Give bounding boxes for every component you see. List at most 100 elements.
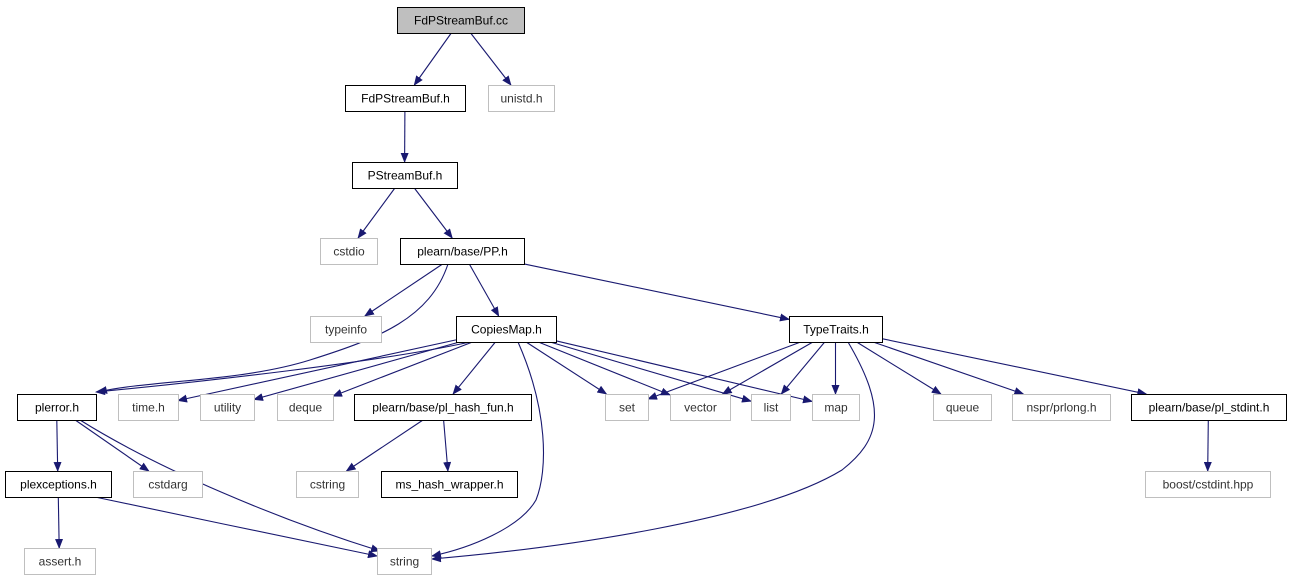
node-label: cstdio — [333, 245, 365, 259]
node-assert_h: assert.h — [24, 548, 96, 575]
node-label: map — [824, 401, 848, 415]
node-queue: queue — [933, 394, 992, 421]
node-box — [933, 394, 992, 421]
edge-copiesmap_h-to-vector — [538, 341, 671, 396]
node-label: unistd.h — [500, 92, 542, 106]
node-typeinfo: typeinfo — [310, 316, 382, 343]
node-ms_hash_wrapper_h[interactable]: ms_hash_wrapper.h — [381, 471, 518, 498]
edge-copiesmap_h-to-string — [431, 341, 545, 559]
node-fdpstreambuf_h[interactable]: FdPStreamBuf.h — [345, 85, 466, 112]
node-typetraits_h[interactable]: TypeTraits.h — [789, 316, 883, 343]
node-label: vector — [684, 401, 717, 415]
node-label: boost/cstdint.hpp — [1163, 478, 1254, 492]
node-box — [352, 162, 458, 189]
node-label: ms_hash_wrapper.h — [395, 478, 503, 492]
edge-pstreambuf_h-to-cstdio — [357, 187, 396, 239]
node-pstreambuf_h[interactable]: PStreamBuf.h — [352, 162, 458, 189]
edge-plerror_h-to-cstdarg — [74, 419, 150, 472]
node-label: time.h — [132, 401, 165, 415]
node-box — [751, 394, 791, 421]
node-unistd_h: unistd.h — [488, 85, 555, 112]
node-label: deque — [289, 401, 323, 415]
node-box — [670, 394, 731, 421]
node-label: FdPStreamBuf.cc — [414, 14, 508, 28]
node-label: assert.h — [39, 555, 82, 569]
node-utility: utility — [200, 394, 255, 421]
edge-typetraits_h-to-vector — [721, 341, 814, 395]
node-string: string — [377, 548, 432, 575]
edge-pp_h-to-typeinfo — [364, 263, 443, 317]
node-fdpstreambuf_cc[interactable]: FdPStreamBuf.cc — [397, 7, 525, 34]
edge-pl_hash_fun_h-to-ms_hash_wrapper_h — [443, 419, 452, 472]
node-label: list — [764, 401, 779, 415]
node-cstdio: cstdio — [320, 238, 378, 265]
node-box — [605, 394, 649, 421]
edge-pl_stdint_h-to-cstdint_hpp — [1203, 419, 1212, 472]
node-box — [17, 394, 97, 421]
node-label: plearn/base/pl_stdint.h — [1149, 401, 1270, 415]
edge-typetraits_h-to-prlong_h — [872, 341, 1025, 395]
node-map: map — [812, 394, 860, 421]
node-box — [345, 85, 466, 112]
node-label: cstring — [310, 478, 345, 492]
edge-typetraits_h-to-string — [431, 341, 876, 563]
node-label: plearn/base/pl_hash_fun.h — [372, 401, 513, 415]
node-label: PStreamBuf.h — [368, 169, 443, 183]
node-box — [488, 85, 555, 112]
edge-copiesmap_h-to-set — [525, 341, 608, 395]
node-label: queue — [946, 401, 980, 415]
node-label: nspr/prlong.h — [1026, 401, 1096, 415]
node-label: set — [619, 401, 636, 415]
node-label: string — [390, 555, 419, 569]
node-box — [277, 394, 334, 421]
node-box — [1131, 394, 1287, 421]
node-box — [296, 471, 359, 498]
node-plexceptions_h[interactable]: plexceptions.h — [5, 471, 112, 498]
edge-pl_hash_fun_h-to-cstring — [345, 419, 424, 472]
node-pp_h[interactable]: plearn/base/PP.h — [400, 238, 525, 265]
node-cstdarg: cstdarg — [133, 471, 203, 498]
edge-plexceptions_h-to-string — [94, 496, 378, 559]
node-box — [118, 394, 179, 421]
edge-pp_h-to-copiesmap_h — [468, 263, 500, 317]
edge-pp_h-to-typetraits_h — [523, 263, 790, 322]
edge-typetraits_h-to-list — [780, 341, 826, 395]
edge-copiesmap_h-to-time_h — [177, 339, 457, 403]
edge-plerror_h-to-string — [79, 419, 381, 553]
node-list: list — [751, 394, 791, 421]
edge-fdpstreambuf_cc-to-fdpstreambuf_h — [413, 32, 452, 86]
node-cstring: cstring — [296, 471, 359, 498]
edge-copiesmap_h-to-deque — [332, 341, 473, 397]
node-box — [1012, 394, 1111, 421]
node-box — [1145, 471, 1271, 498]
node-box — [397, 7, 525, 34]
node-box — [200, 394, 255, 421]
edge-fdpstreambuf_cc-to-unistd_h — [470, 32, 512, 86]
node-pl_stdint_h[interactable]: plearn/base/pl_stdint.h — [1131, 394, 1287, 421]
node-copiesmap_h[interactable]: CopiesMap.h — [456, 316, 557, 343]
edge-pp_h-to-plerror_h — [97, 263, 449, 394]
node-pl_hash_fun_h[interactable]: plearn/base/pl_hash_fun.h — [354, 394, 532, 421]
node-set: set — [605, 394, 649, 421]
node-box — [354, 394, 532, 421]
edge-copiesmap_h-to-utility — [253, 341, 460, 401]
node-box — [456, 316, 557, 343]
edge-plerror_h-to-plexceptions_h — [53, 419, 62, 472]
node-box — [5, 471, 112, 498]
node-label: plexceptions.h — [20, 478, 97, 492]
node-plerror_h[interactable]: plerror.h — [17, 394, 97, 421]
node-box — [133, 471, 203, 498]
node-box — [381, 471, 518, 498]
node-label: plearn/base/PP.h — [417, 245, 508, 259]
node-prlong_h: nspr/prlong.h — [1012, 394, 1111, 421]
edge-copiesmap_h-to-map — [555, 340, 813, 404]
node-label: TypeTraits.h — [803, 323, 869, 337]
node-box — [789, 316, 883, 343]
node-box — [812, 394, 860, 421]
edge-copiesmap_h-to-pl_hash_fun_h — [452, 341, 496, 395]
node-box — [320, 238, 378, 265]
node-label: utility — [214, 401, 241, 415]
edge-copiesmap_h-to-list — [549, 341, 752, 403]
node-deque: deque — [277, 394, 334, 421]
